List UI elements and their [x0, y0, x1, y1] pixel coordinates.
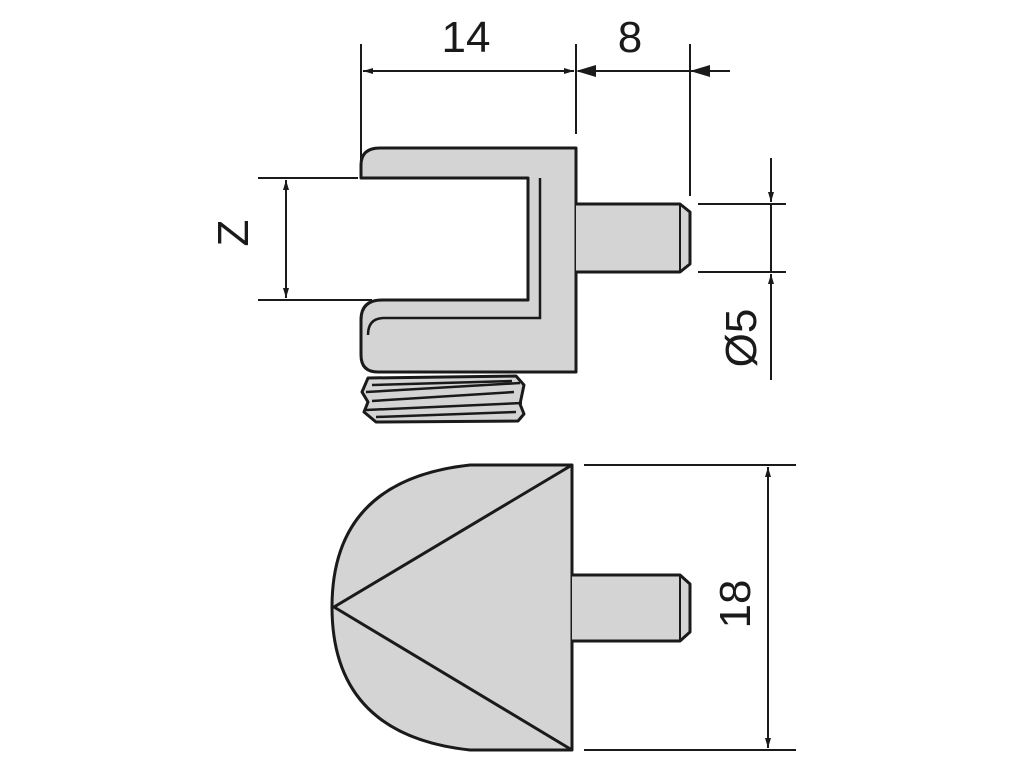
pin-side — [576, 202, 692, 274]
dimension-18: 18 — [584, 464, 796, 751]
dimension-8-label: 8 — [618, 13, 642, 62]
bracket-inner-edge — [366, 178, 542, 336]
side-view: 14 8 Z — [209, 13, 786, 424]
thread-screw — [360, 374, 526, 424]
dimension-z-label: Z — [209, 220, 258, 247]
dimension-14-label: 14 — [442, 13, 491, 62]
top-view: 18 — [330, 463, 796, 752]
dimension-z: Z — [209, 177, 372, 301]
pin-top — [572, 573, 692, 643]
dimension-14: 14 — [360, 13, 577, 160]
dimension-diameter-5-label: Ø5 — [717, 309, 766, 368]
dimension-8: 8 — [576, 13, 730, 196]
bracket-body — [359, 146, 578, 374]
half-round-body — [330, 463, 574, 752]
triangle-facet-lines — [332, 463, 573, 752]
dimension-18-label: 18 — [711, 580, 760, 629]
dimension-diameter-5: Ø5 — [698, 158, 786, 380]
